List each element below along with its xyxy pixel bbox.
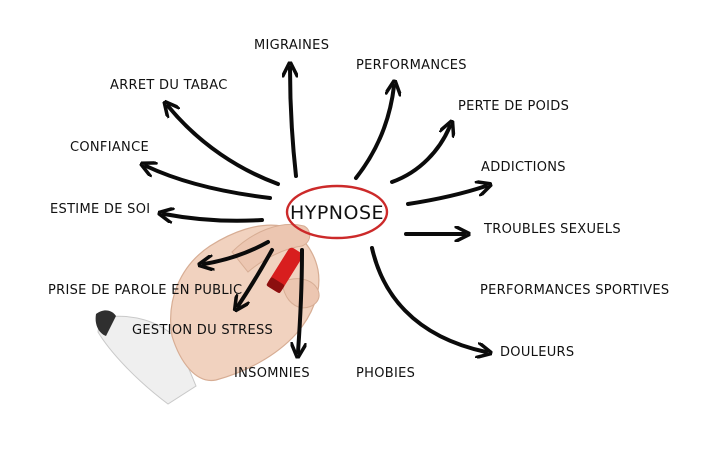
label-prise-de-parole: PRISE DE PAROLE EN PUBLIC: [48, 283, 242, 298]
label-troubles-sexuels: TROUBLES SEXUELS: [483, 222, 621, 237]
label-douleurs: DOULEURS: [500, 345, 574, 360]
label-performances: PERFORMANCES: [356, 58, 467, 73]
marker-cap-band: [266, 277, 285, 293]
arrow-addictions: [406, 186, 486, 206]
arrow-estime-de-soi: [164, 214, 264, 221]
label-performances-sportives: PERFORMANCES SPORTIVES: [480, 283, 669, 298]
shirt-sleeve: [97, 315, 197, 405]
arrow-prise-de-parole: [204, 240, 270, 264]
label-estime-de-soi: ESTIME DE SOI: [50, 202, 150, 217]
arrow-insomnies: [298, 248, 302, 352]
label-phobies: PHOBIES: [356, 366, 415, 381]
center-ellipse: [285, 184, 389, 240]
arrow-gestion-du-stress: [238, 248, 274, 306]
label-migraines: MIGRAINES: [254, 38, 329, 53]
label-addictions: ADDICTIONS: [481, 160, 566, 175]
arrow-confiance: [146, 166, 272, 200]
center-label: HYPNOSE: [290, 202, 384, 224]
arrow-arret-du-tabac: [168, 106, 280, 186]
arrow-performances: [354, 86, 394, 180]
label-insomnies: INSOMNIES: [234, 366, 310, 381]
arrow-douleurs: [370, 246, 486, 352]
label-confiance: CONFIANCE: [70, 140, 149, 155]
label-arret-du-tabac: ARRET DU TABAC: [110, 78, 228, 93]
arrow-perte-de-poids: [390, 126, 450, 184]
label-perte-de-poids: PERTE DE POIDS: [458, 99, 569, 114]
jacket-cuff: [95, 310, 116, 336]
label-gestion-du-stress: GESTION DU STRESS: [132, 323, 273, 338]
arrow-migraines: [290, 68, 296, 178]
branch-arrows: [146, 68, 486, 352]
